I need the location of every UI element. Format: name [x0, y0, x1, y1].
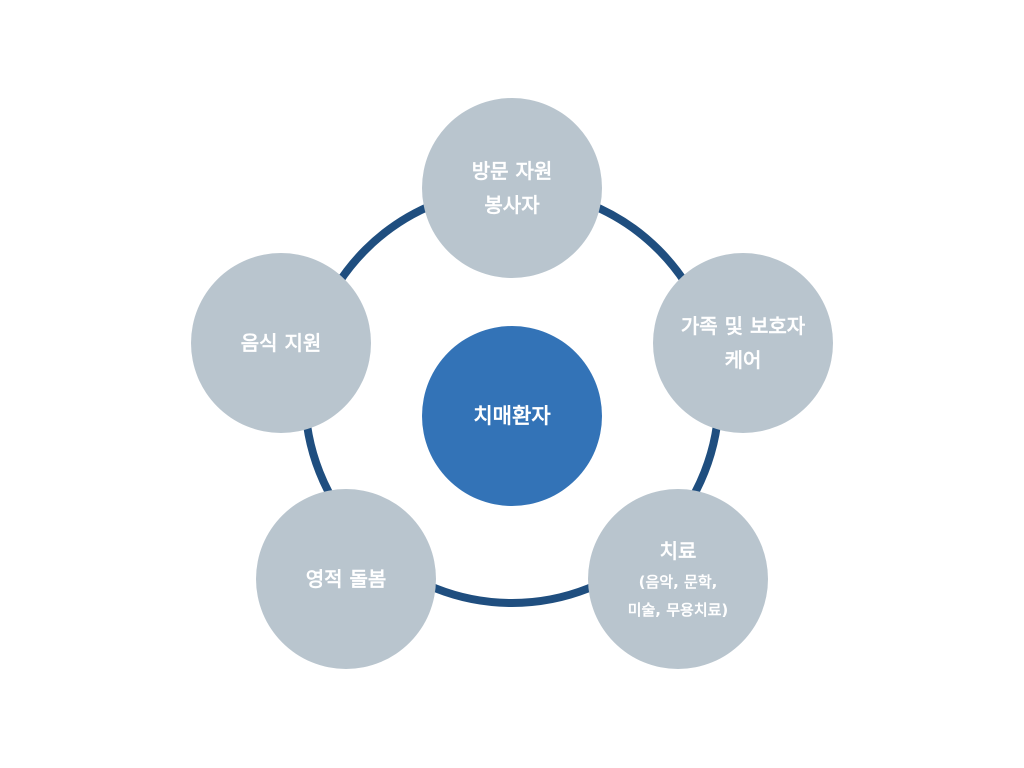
- node-family-line-2: 케어: [724, 348, 762, 372]
- node-therapy-sub-1: (음악, 문학,: [638, 573, 718, 591]
- node-volunteer-line-2: 봉사자: [484, 193, 540, 217]
- node-food-line-1: 음식 지원: [240, 331, 322, 355]
- node-therapy: 치료 (음악, 문학, 미술, 무용치료): [588, 489, 768, 669]
- node-therapy-line-1: 치료: [659, 539, 697, 563]
- node-volunteer: 방문 자원 봉사자: [422, 98, 602, 278]
- node-center-patient: 치매환자: [422, 326, 602, 506]
- node-family: 가족 및 보호자 케어: [653, 253, 833, 433]
- node-food: 음식 지원: [191, 253, 371, 433]
- node-volunteer-line-1: 방문 자원: [471, 159, 553, 183]
- node-spiritual-line-1: 영적 돌봄: [305, 567, 387, 591]
- node-center-label: 치매환자: [473, 404, 551, 428]
- node-spiritual: 영적 돌봄: [256, 489, 436, 669]
- node-therapy-sub-2: 미술, 무용치료): [627, 601, 729, 619]
- node-family-line-1: 가족 및 보호자: [680, 314, 806, 338]
